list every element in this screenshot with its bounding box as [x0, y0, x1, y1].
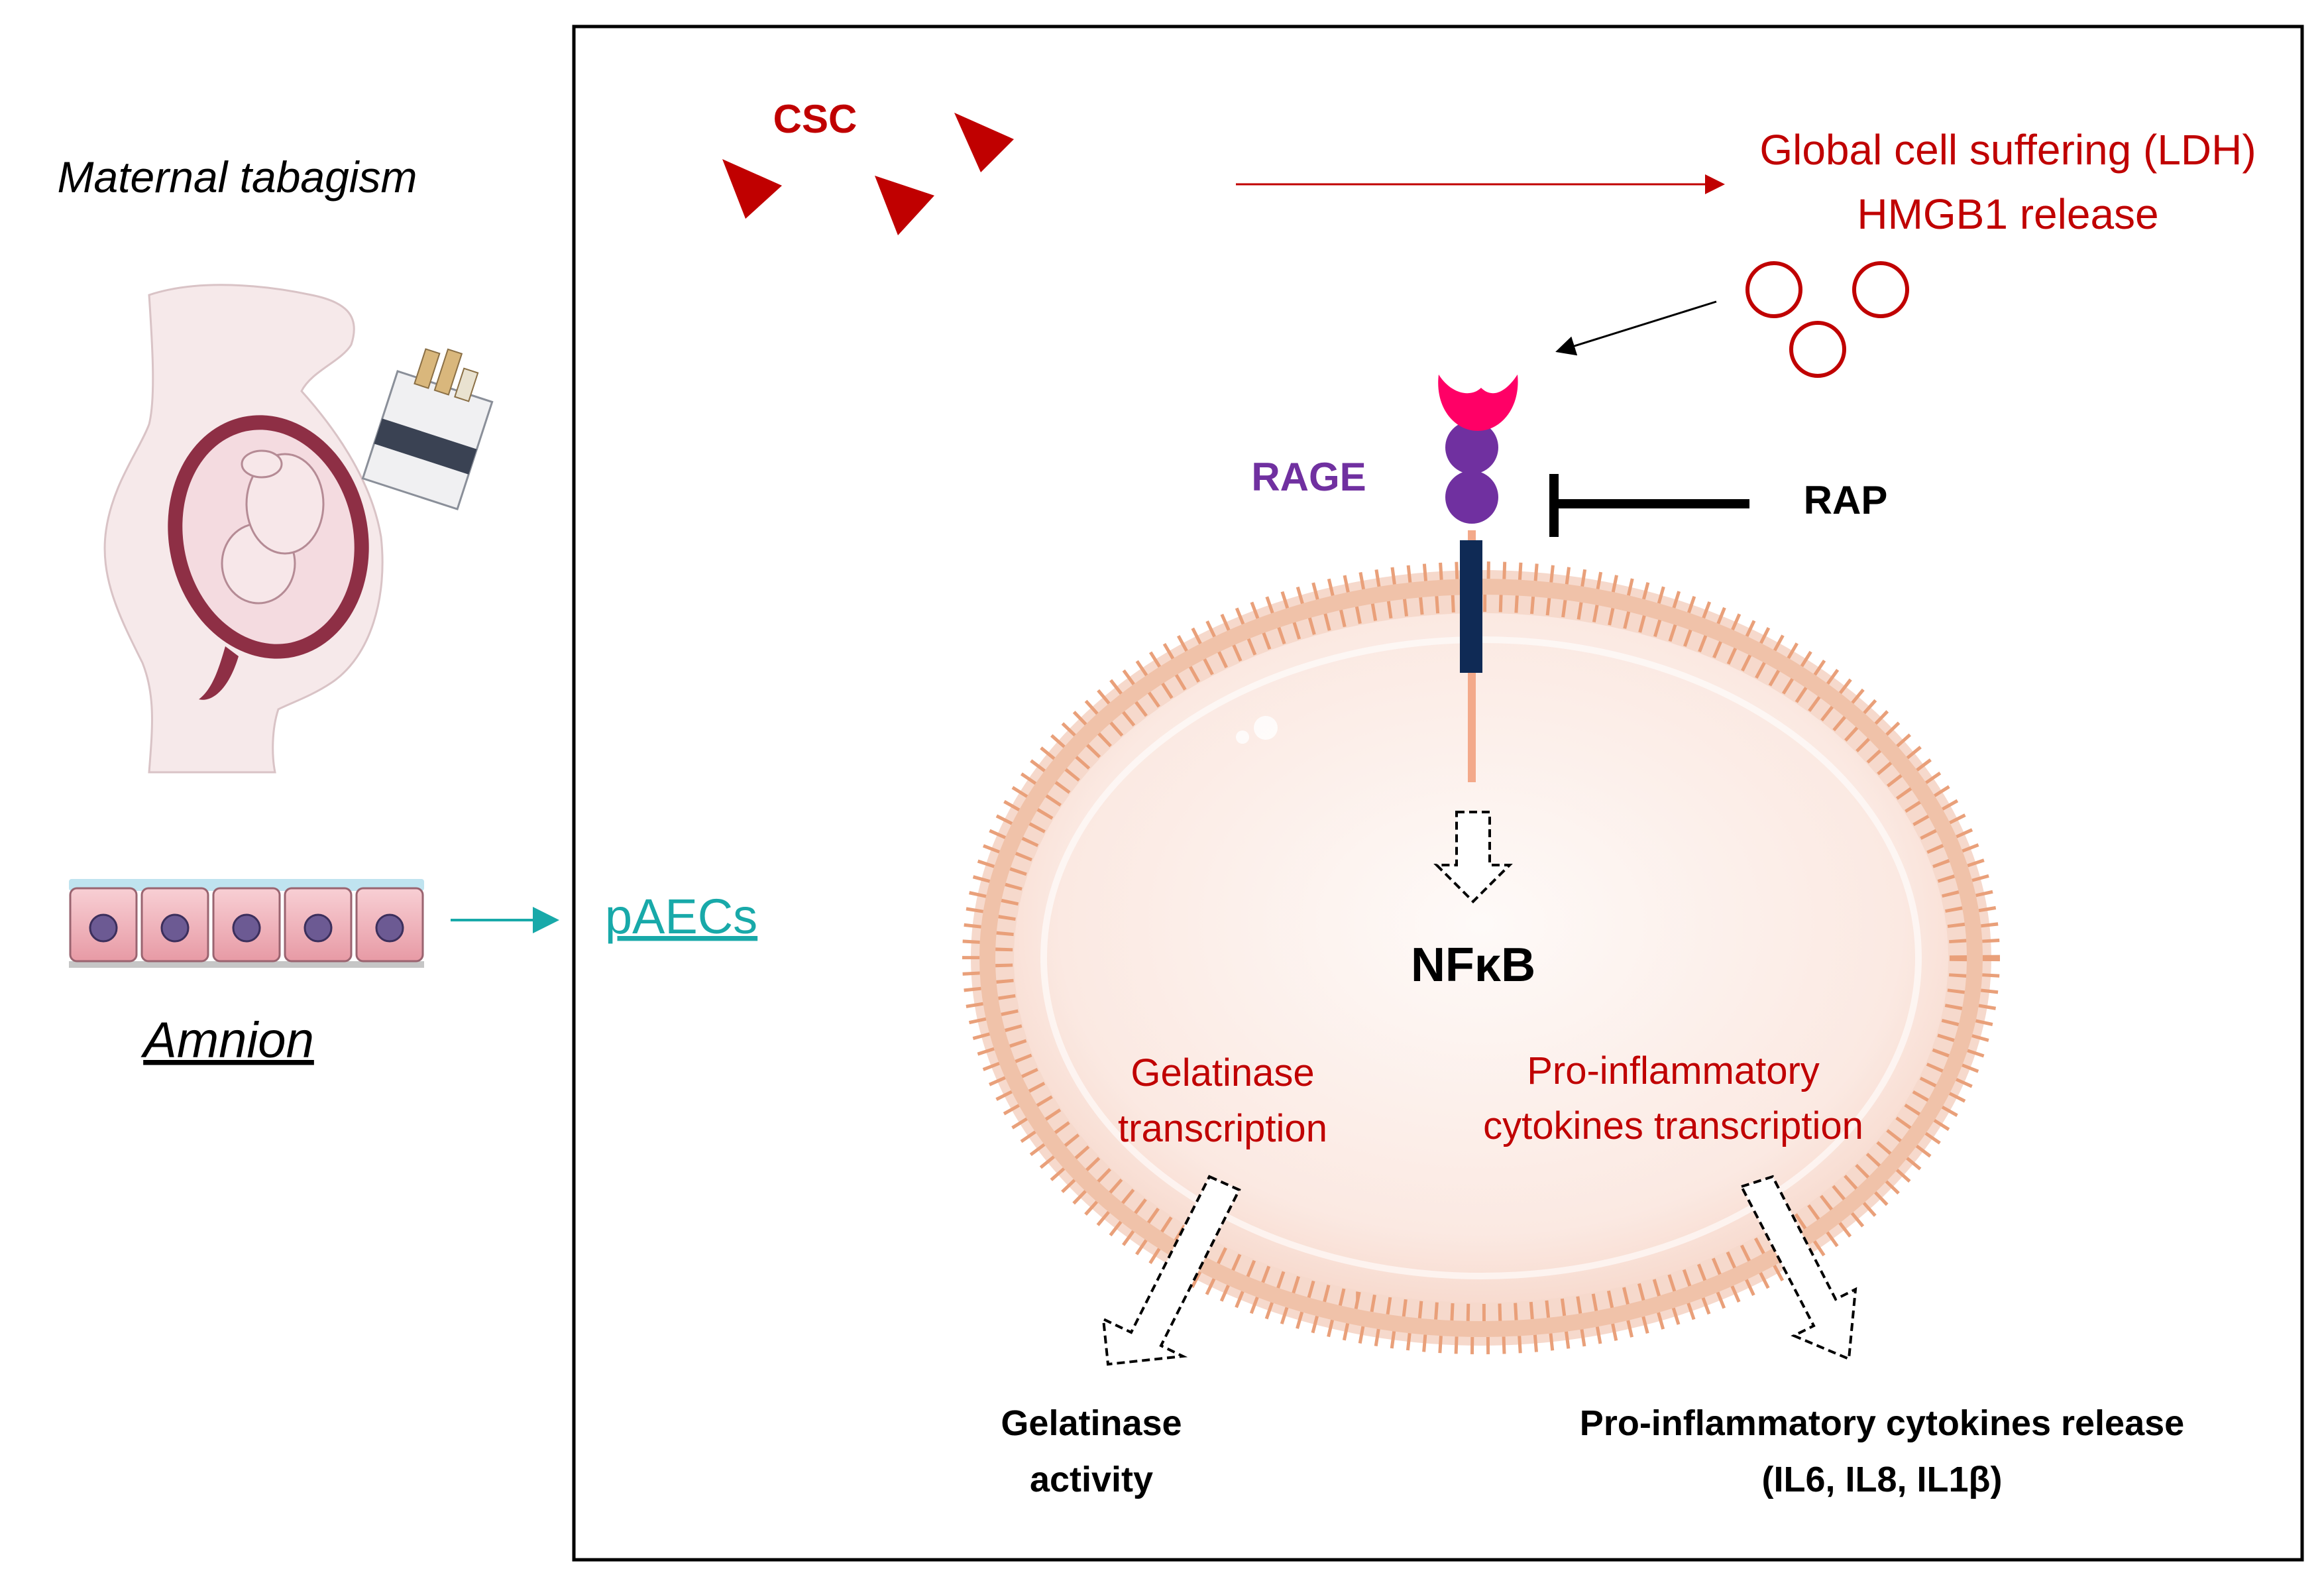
gelatinase-activity-line1: Gelatinase [1001, 1403, 1182, 1443]
cell-suffering-label: Global cell suffering (LDH) [1759, 126, 2256, 174]
hmgb1-to-rage-arrow [1555, 300, 1717, 356]
amnion-cells-icon [69, 879, 424, 968]
nfkb-label: NFκB [1411, 939, 1535, 992]
rap-inhibition-icon [1549, 474, 1749, 537]
signal-arrow-icon [1433, 811, 1513, 904]
rage-label: RAGE [1251, 455, 1366, 499]
gelatinase-transcription-line1: Gelatinase [1131, 1051, 1314, 1094]
gelatinase-out-arrow [1101, 1175, 1241, 1366]
maternal-tabagism-label: Maternal tabagism [58, 152, 417, 202]
cigarette-pack-icon [361, 348, 494, 510]
pregnant-woman-icon [103, 284, 384, 774]
cytokines-release-line1: Pro-inflammatory cytokines release [1580, 1403, 2184, 1443]
cell-membrane [962, 561, 2000, 1354]
gelatinase-transcription-line2: transcription [1118, 1107, 1327, 1150]
csc-particles-icon [722, 113, 1014, 235]
hmgb1-molecules-icon [1745, 261, 1909, 378]
csc-label: CSC [773, 97, 858, 141]
cytokines-release-line2: (IL6, IL8, IL1β) [1762, 1460, 2003, 1499]
paecs-label: pAECs [605, 889, 757, 944]
gelatinase-activity-line2: activity [1030, 1460, 1153, 1499]
rap-label: RAP [1804, 478, 1888, 522]
cytokines-transcription-line2: cytokines transcription [1483, 1104, 1863, 1147]
main-panel-frame [572, 25, 2304, 1562]
amnion-label: Amnion [140, 1012, 314, 1069]
hmgb1-release-label: HMGB1 release [1857, 190, 2158, 238]
cytokines-out-arrow [1740, 1175, 1857, 1361]
rage-receptor-icon [1438, 375, 1518, 782]
cytokines-transcription-line1: Pro-inflammatory [1527, 1049, 1820, 1092]
